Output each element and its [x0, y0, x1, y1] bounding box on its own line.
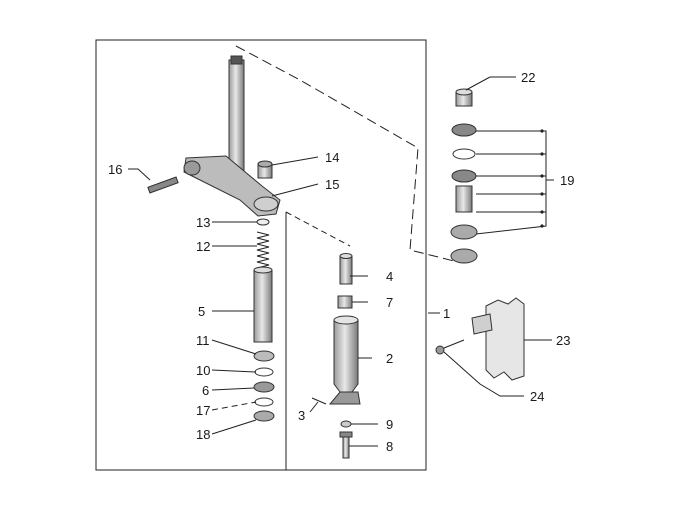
callout-17: 17	[196, 403, 210, 418]
callout-8: 8	[386, 439, 393, 454]
callout-13: 13	[196, 215, 210, 230]
callout-24: 24	[530, 389, 544, 404]
callout-4: 4	[386, 269, 393, 284]
callout-19: 19	[560, 173, 574, 188]
part-14-cap	[257, 160, 273, 179]
callout-labels: 1 2 3 4 5 6 7 8 9 10 11 12 13 14 15 16 1…	[108, 70, 574, 454]
callout-15: 15	[325, 177, 339, 192]
callout-7: 7	[386, 295, 393, 310]
callout-9: 9	[386, 417, 393, 432]
callout-3: 3	[298, 408, 305, 423]
callout-14: 14	[325, 150, 339, 165]
callout-2: 2	[386, 351, 393, 366]
part-23-cover	[435, 297, 525, 381]
callout-10: 10	[196, 363, 210, 378]
alignment-lines	[235, 45, 459, 263]
callout-11: 11	[196, 333, 210, 348]
callout-12: 12	[196, 239, 210, 254]
callout-6: 6	[202, 383, 209, 398]
callout-23: 23	[556, 333, 570, 348]
callout-16: 16	[108, 162, 122, 177]
fork-leg-parts	[311, 253, 361, 459]
assembly-frame-1	[95, 39, 427, 471]
leader-lines	[128, 76, 554, 447]
callout-1: 1	[443, 306, 450, 321]
callout-18: 18	[196, 427, 210, 442]
callout-5: 5	[198, 304, 205, 319]
steering-stem	[147, 55, 281, 217]
suspension-parts	[253, 218, 275, 422]
headset-bearing-stack	[450, 88, 478, 264]
callout-22: 22	[521, 70, 535, 85]
